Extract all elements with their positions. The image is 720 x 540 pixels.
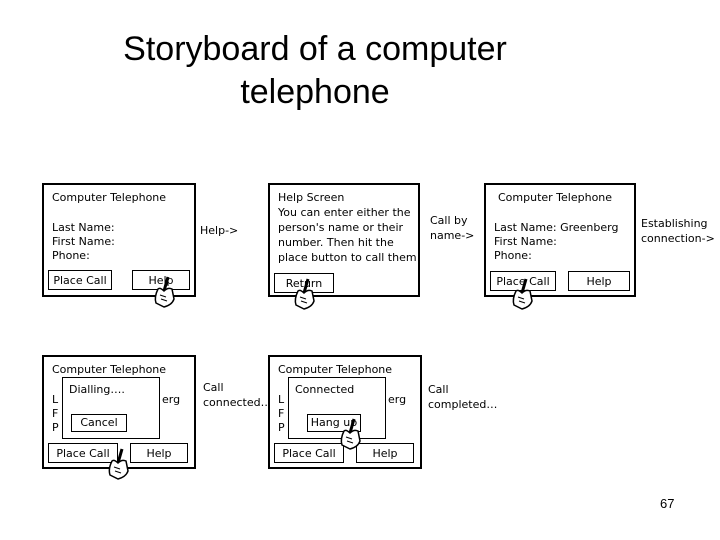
place-call-button[interactable]: Place Call bbox=[274, 443, 344, 463]
phone-label-partial: P bbox=[52, 421, 59, 434]
screen-title: Computer Telephone bbox=[52, 363, 167, 376]
help-text-line: number. Then hit the bbox=[278, 236, 394, 249]
phone-label: Phone: bbox=[494, 249, 532, 262]
pointing-hand-icon bbox=[502, 277, 542, 313]
arrow-text: connected… bbox=[203, 396, 272, 409]
pointing-hand-icon bbox=[98, 447, 138, 483]
arrow-call-by-name: Call by name-> bbox=[430, 213, 474, 243]
connected-status: Connected bbox=[295, 383, 355, 396]
screen-help: Help Screen You can enter either the per… bbox=[268, 183, 420, 310]
arrow-text: connection-> bbox=[641, 232, 715, 245]
hang-up-button[interactable]: Hang up bbox=[307, 414, 361, 432]
arrow-text: Establishing bbox=[641, 217, 708, 230]
slide-title: Storyboard of a computer telephone bbox=[0, 28, 630, 114]
last-name-label: Last Name: Greenberg bbox=[494, 221, 619, 234]
arrow-help: Help-> bbox=[200, 224, 239, 237]
page-number: 67 bbox=[660, 496, 675, 511]
cancel-button[interactable]: Cancel bbox=[71, 414, 127, 432]
help-button[interactable]: Help bbox=[356, 443, 414, 463]
place-call-button[interactable]: Place Call bbox=[48, 270, 112, 290]
last-name-label-partial: L bbox=[52, 393, 59, 406]
screen-name-entered: Computer Telephone Last Name: Greenberg … bbox=[484, 183, 636, 310]
arrow-text: Call by bbox=[430, 214, 468, 227]
place-call-button[interactable]: Place Call bbox=[48, 443, 118, 463]
arrow-text: name-> bbox=[430, 229, 475, 242]
help-text-line: person's name or their bbox=[278, 221, 404, 234]
help-text: You can enter either the person's name o… bbox=[278, 205, 418, 265]
arrow-call-connected: Call connected… bbox=[203, 380, 272, 410]
arrow-text: completed… bbox=[428, 398, 498, 411]
pointing-hand-icon bbox=[284, 277, 324, 313]
screen-title: Computer Telephone bbox=[52, 191, 167, 204]
pointing-hand-icon bbox=[330, 417, 370, 453]
first-name-label: First Name: bbox=[494, 235, 557, 248]
screen-main: Computer Telephone Last Name: First Name… bbox=[42, 183, 196, 308]
help-text-line: You can enter either the bbox=[278, 206, 411, 219]
dialling-status: Dialling…. bbox=[69, 383, 125, 396]
first-name-label: First Name: bbox=[52, 235, 115, 248]
help-button[interactable]: Help bbox=[130, 443, 188, 463]
dialling-dialog: Dialling…. Cancel bbox=[62, 377, 160, 439]
first-name-label-partial: F bbox=[278, 407, 285, 420]
arrow-call-completed: Call completed… bbox=[428, 382, 497, 412]
screen-dialling: Computer Telephone L F P erg Dialling…. … bbox=[42, 355, 196, 480]
connected-dialog: Connected Hang up bbox=[288, 377, 386, 439]
title-line-2: telephone bbox=[240, 73, 390, 111]
return-button[interactable]: Return bbox=[274, 273, 334, 293]
help-text-line: place button to call them bbox=[278, 251, 417, 264]
last-name-label-partial: L bbox=[278, 393, 285, 406]
title-line-1: Storyboard of a computer bbox=[123, 30, 507, 68]
phone-label: Phone: bbox=[52, 249, 90, 262]
help-screen-title: Help Screen bbox=[278, 191, 345, 204]
last-name-label: Last Name: bbox=[52, 221, 115, 234]
place-call-button[interactable]: Place Call bbox=[490, 271, 556, 291]
first-name-label-partial: F bbox=[52, 407, 59, 420]
arrow-text: Call bbox=[203, 381, 224, 394]
help-button[interactable]: Help bbox=[568, 271, 630, 291]
screen-title: Computer Telephone bbox=[278, 363, 393, 376]
phone-label-partial: P bbox=[278, 421, 285, 434]
last-name-value-partial: erg bbox=[162, 393, 181, 406]
pointing-hand-icon bbox=[144, 275, 184, 311]
screen-connected: Computer Telephone L F P erg Connected H… bbox=[268, 355, 422, 469]
last-name-value-partial: erg bbox=[388, 393, 407, 406]
arrow-establishing: Establishing connection-> bbox=[641, 216, 715, 246]
screen-title: Computer Telephone bbox=[498, 191, 613, 204]
arrow-text: Call bbox=[428, 383, 449, 396]
